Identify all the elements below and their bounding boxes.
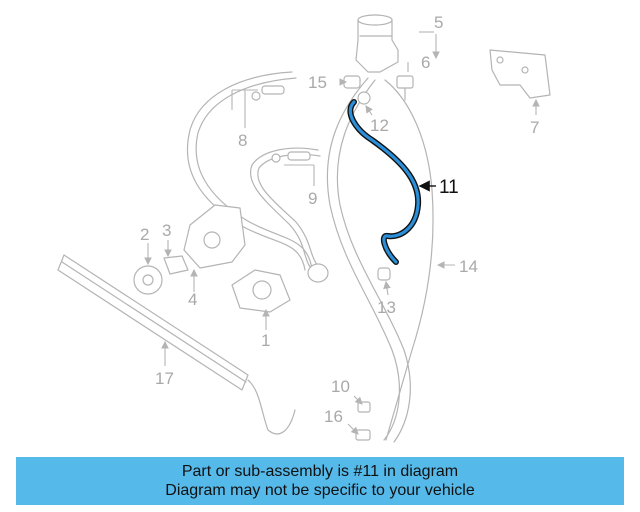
callout-12: 12 <box>370 116 389 135</box>
banner-line-1: Part or sub-assembly is #11 in diagram <box>181 463 459 480</box>
reservoir-part-5 <box>355 14 399 73</box>
gasket-part-3 <box>163 255 189 275</box>
pressure-hose-part-8 <box>186 71 313 271</box>
cap-part-6 <box>396 75 414 101</box>
pressure-line-part-11 <box>347 99 436 265</box>
callout-3: 3 <box>162 221 171 240</box>
fitting-part-15 <box>343 75 361 89</box>
pump-bracket-part-4 <box>183 204 246 269</box>
pump-part-1 <box>231 269 291 313</box>
callout-13: 13 <box>377 298 396 317</box>
leader-lines <box>144 31 540 435</box>
callout-17: 17 <box>155 369 174 388</box>
fitting-part-12 <box>357 91 371 105</box>
callout-8: 8 <box>238 131 247 150</box>
callout-15: 15 <box>308 73 327 92</box>
callout-5: 5 <box>434 13 443 32</box>
info-banner: Part or sub-assembly is #11 in diagram D… <box>16 457 624 505</box>
return-hose-part-14 <box>326 77 434 443</box>
pulley-part-2 <box>133 265 163 295</box>
callout-9: 9 <box>308 189 317 208</box>
hose-part-9 <box>249 147 329 283</box>
callout-11: 11 <box>439 177 459 198</box>
callout-7: 7 <box>530 118 539 137</box>
fitting-part-16 <box>355 429 371 441</box>
fitting-part-10 <box>357 401 371 413</box>
callout-2: 2 <box>140 225 149 244</box>
callout-6: 6 <box>421 53 430 72</box>
callout-4: 4 <box>188 290 197 309</box>
fitting-part-13 <box>377 267 391 281</box>
callout-labels: 1 2 3 4 5 6 7 8 9 10 11 12 13 14 15 16 1… <box>140 13 539 426</box>
banner-line-2: Diagram may not be specific to your vehi… <box>165 482 475 499</box>
bracket-part-7 <box>489 49 551 99</box>
callout-16: 16 <box>324 407 343 426</box>
callout-10: 10 <box>331 377 350 396</box>
callout-14: 14 <box>459 257 478 276</box>
cooler-part-17 <box>57 254 296 435</box>
parts-diagram: 1 2 3 4 5 6 7 8 9 10 11 12 13 14 15 16 1… <box>57 13 551 443</box>
callout-1: 1 <box>261 331 270 350</box>
